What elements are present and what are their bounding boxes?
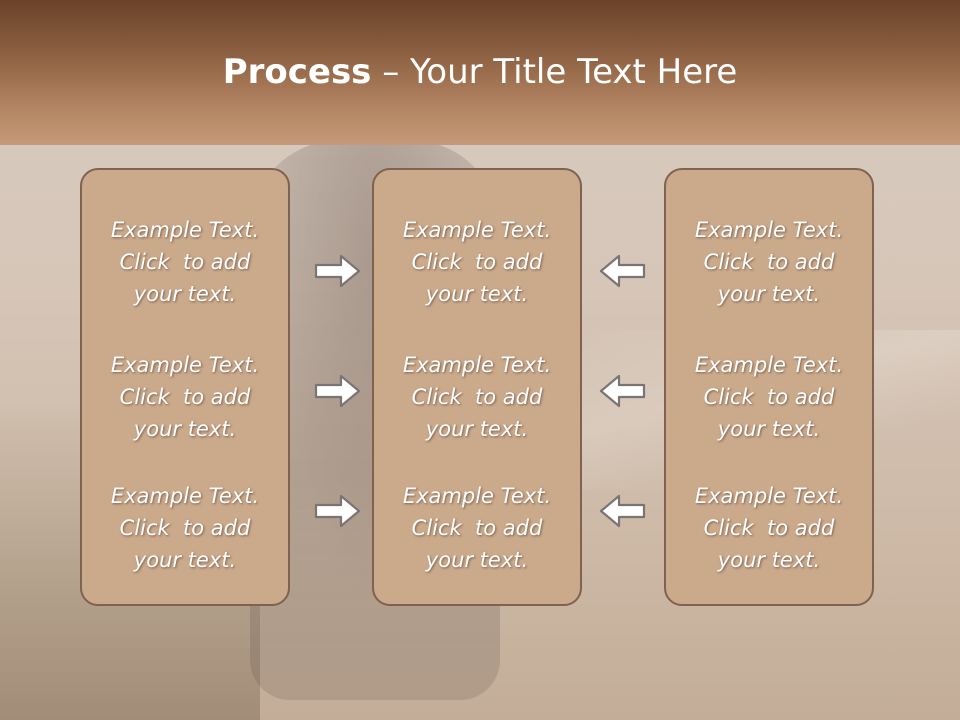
process-box-3[interactable]: Example Text. Click to add your text. Ex…: [664, 168, 874, 606]
text-line: Example Text.: [110, 353, 260, 377]
text-block[interactable]: Example Text. Click to add your text.: [82, 214, 288, 310]
text-line: your text.: [133, 548, 237, 572]
text-block[interactable]: Example Text. Click to add your text.: [374, 480, 580, 576]
arrow-right-icon: [314, 254, 361, 288]
text-line: Click to add: [411, 516, 543, 540]
text-line: Click to add: [703, 250, 835, 274]
text-line: your text.: [717, 417, 821, 441]
title-banner: [0, 0, 960, 145]
text-block[interactable]: Example Text. Click to add your text.: [666, 349, 872, 445]
text-line: Click to add: [119, 516, 251, 540]
arrow-left-icon: [599, 254, 646, 288]
title-bold: Process: [222, 52, 372, 92]
text-line: your text.: [133, 282, 237, 306]
text-line: your text.: [717, 282, 821, 306]
title-rest: – Your Title Text Here: [371, 52, 738, 92]
text-block[interactable]: Example Text. Click to add your text.: [666, 480, 872, 576]
text-line: Click to add: [703, 385, 835, 409]
text-block[interactable]: Example Text. Click to add your text.: [82, 349, 288, 445]
text-block[interactable]: Example Text. Click to add your text.: [82, 480, 288, 576]
text-block[interactable]: Example Text. Click to add your text.: [666, 214, 872, 310]
text-line: Example Text.: [694, 218, 844, 242]
arrow-right-icon: [314, 494, 361, 528]
text-line: Example Text.: [694, 353, 844, 377]
text-block[interactable]: Example Text. Click to add your text.: [374, 214, 580, 310]
text-line: your text.: [425, 548, 529, 572]
text-line: Example Text.: [110, 484, 260, 508]
arrow-left-icon: [599, 494, 646, 528]
text-line: Click to add: [411, 385, 543, 409]
text-line: your text.: [717, 548, 821, 572]
slide-title[interactable]: Process – Your Title Text Here: [0, 52, 960, 92]
text-line: your text.: [425, 282, 529, 306]
text-line: Click to add: [703, 516, 835, 540]
text-line: Example Text.: [694, 484, 844, 508]
text-line: Example Text.: [110, 218, 260, 242]
text-line: your text.: [133, 417, 237, 441]
arrow-right-icon: [314, 374, 361, 408]
text-line: Click to add: [119, 250, 251, 274]
arrow-left-icon: [599, 374, 646, 408]
text-line: Example Text.: [402, 218, 552, 242]
text-line: Click to add: [411, 250, 543, 274]
process-box-2[interactable]: Example Text. Click to add your text. Ex…: [372, 168, 582, 606]
text-line: your text.: [425, 417, 529, 441]
text-line: Click to add: [119, 385, 251, 409]
text-block[interactable]: Example Text. Click to add your text.: [374, 349, 580, 445]
text-line: Example Text.: [402, 484, 552, 508]
process-box-1[interactable]: Example Text. Click to add your text. Ex…: [80, 168, 290, 606]
text-line: Example Text.: [402, 353, 552, 377]
